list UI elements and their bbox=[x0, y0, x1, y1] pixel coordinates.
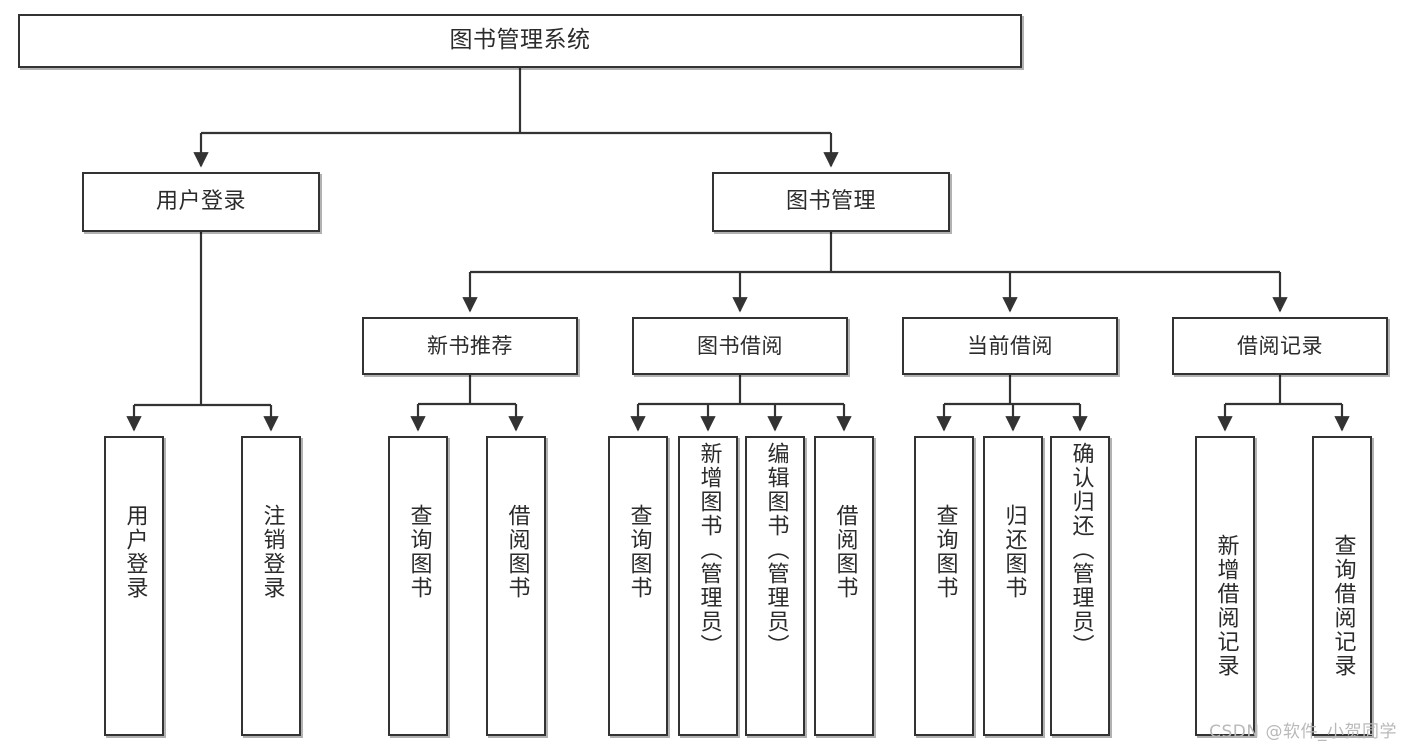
node-book-manage[interactable]: 图书管理 bbox=[712, 172, 950, 232]
node-leaf-return-book[interactable]: 归还图书 bbox=[983, 436, 1043, 736]
node-borrow-record[interactable]: 借阅记录 bbox=[1172, 317, 1388, 375]
node-new-book-recommend-label: 新书推荐 bbox=[427, 333, 513, 358]
node-root[interactable]: 图书管理系统 bbox=[18, 14, 1022, 68]
node-book-manage-label: 图书管理 bbox=[785, 189, 876, 215]
node-book-borrow[interactable]: 图书借阅 bbox=[632, 317, 848, 375]
node-leaf-add-borrow-record[interactable]: 新增借阅记录 bbox=[1195, 436, 1255, 736]
node-leaf-query-book-3-label: 查询图书 bbox=[932, 504, 958, 600]
node-leaf-user-login-label: 用户登录 bbox=[122, 504, 148, 600]
csdn-watermark: CSDN @软件_小贺同学 bbox=[1209, 722, 1397, 742]
node-leaf-query-book-3[interactable]: 查询图书 bbox=[914, 436, 974, 736]
node-leaf-user-logout-label: 注销登录 bbox=[259, 504, 285, 600]
node-leaf-borrow-book-1[interactable]: 借阅图书 bbox=[486, 436, 546, 736]
node-leaf-user-login[interactable]: 用户登录 bbox=[104, 436, 164, 736]
node-leaf-add-book[interactable]: 新增图书（管理员） bbox=[678, 436, 738, 736]
node-user-login-label: 用户登录 bbox=[155, 189, 246, 215]
node-user-login[interactable]: 用户登录 bbox=[82, 172, 320, 232]
node-leaf-edit-book-label: 编辑图书（管理员） bbox=[763, 442, 789, 658]
node-root-label: 图书管理系统 bbox=[449, 27, 591, 54]
node-leaf-confirm-return-label: 确认归还（管理员） bbox=[1068, 442, 1094, 658]
node-borrow-record-label: 借阅记录 bbox=[1237, 333, 1323, 358]
node-leaf-query-book-1-label: 查询图书 bbox=[406, 504, 432, 600]
node-leaf-query-borrow-record-label: 查询借阅记录 bbox=[1330, 534, 1356, 678]
node-leaf-confirm-return[interactable]: 确认归还（管理员） bbox=[1050, 436, 1110, 736]
node-leaf-query-book-2-label: 查询图书 bbox=[626, 504, 652, 600]
node-new-book-recommend[interactable]: 新书推荐 bbox=[362, 317, 578, 375]
node-leaf-add-book-label: 新增图书（管理员） bbox=[696, 442, 722, 658]
node-leaf-query-borrow-record[interactable]: 查询借阅记录 bbox=[1312, 436, 1372, 736]
node-leaf-edit-book[interactable]: 编辑图书（管理员） bbox=[745, 436, 805, 736]
node-leaf-borrow-book-2-label: 借阅图书 bbox=[832, 504, 858, 600]
node-leaf-query-book-1[interactable]: 查询图书 bbox=[388, 436, 448, 736]
node-leaf-user-logout[interactable]: 注销登录 bbox=[241, 436, 301, 736]
node-leaf-query-book-2[interactable]: 查询图书 bbox=[608, 436, 668, 736]
node-current-borrow[interactable]: 当前借阅 bbox=[902, 317, 1118, 375]
node-current-borrow-label: 当前借阅 bbox=[967, 333, 1053, 358]
node-leaf-borrow-book-1-label: 借阅图书 bbox=[504, 504, 530, 600]
node-leaf-borrow-book-2[interactable]: 借阅图书 bbox=[814, 436, 874, 736]
node-book-borrow-label: 图书借阅 bbox=[697, 333, 783, 358]
node-leaf-add-borrow-record-label: 新增借阅记录 bbox=[1213, 534, 1239, 678]
node-leaf-return-book-label: 归还图书 bbox=[1001, 504, 1027, 600]
